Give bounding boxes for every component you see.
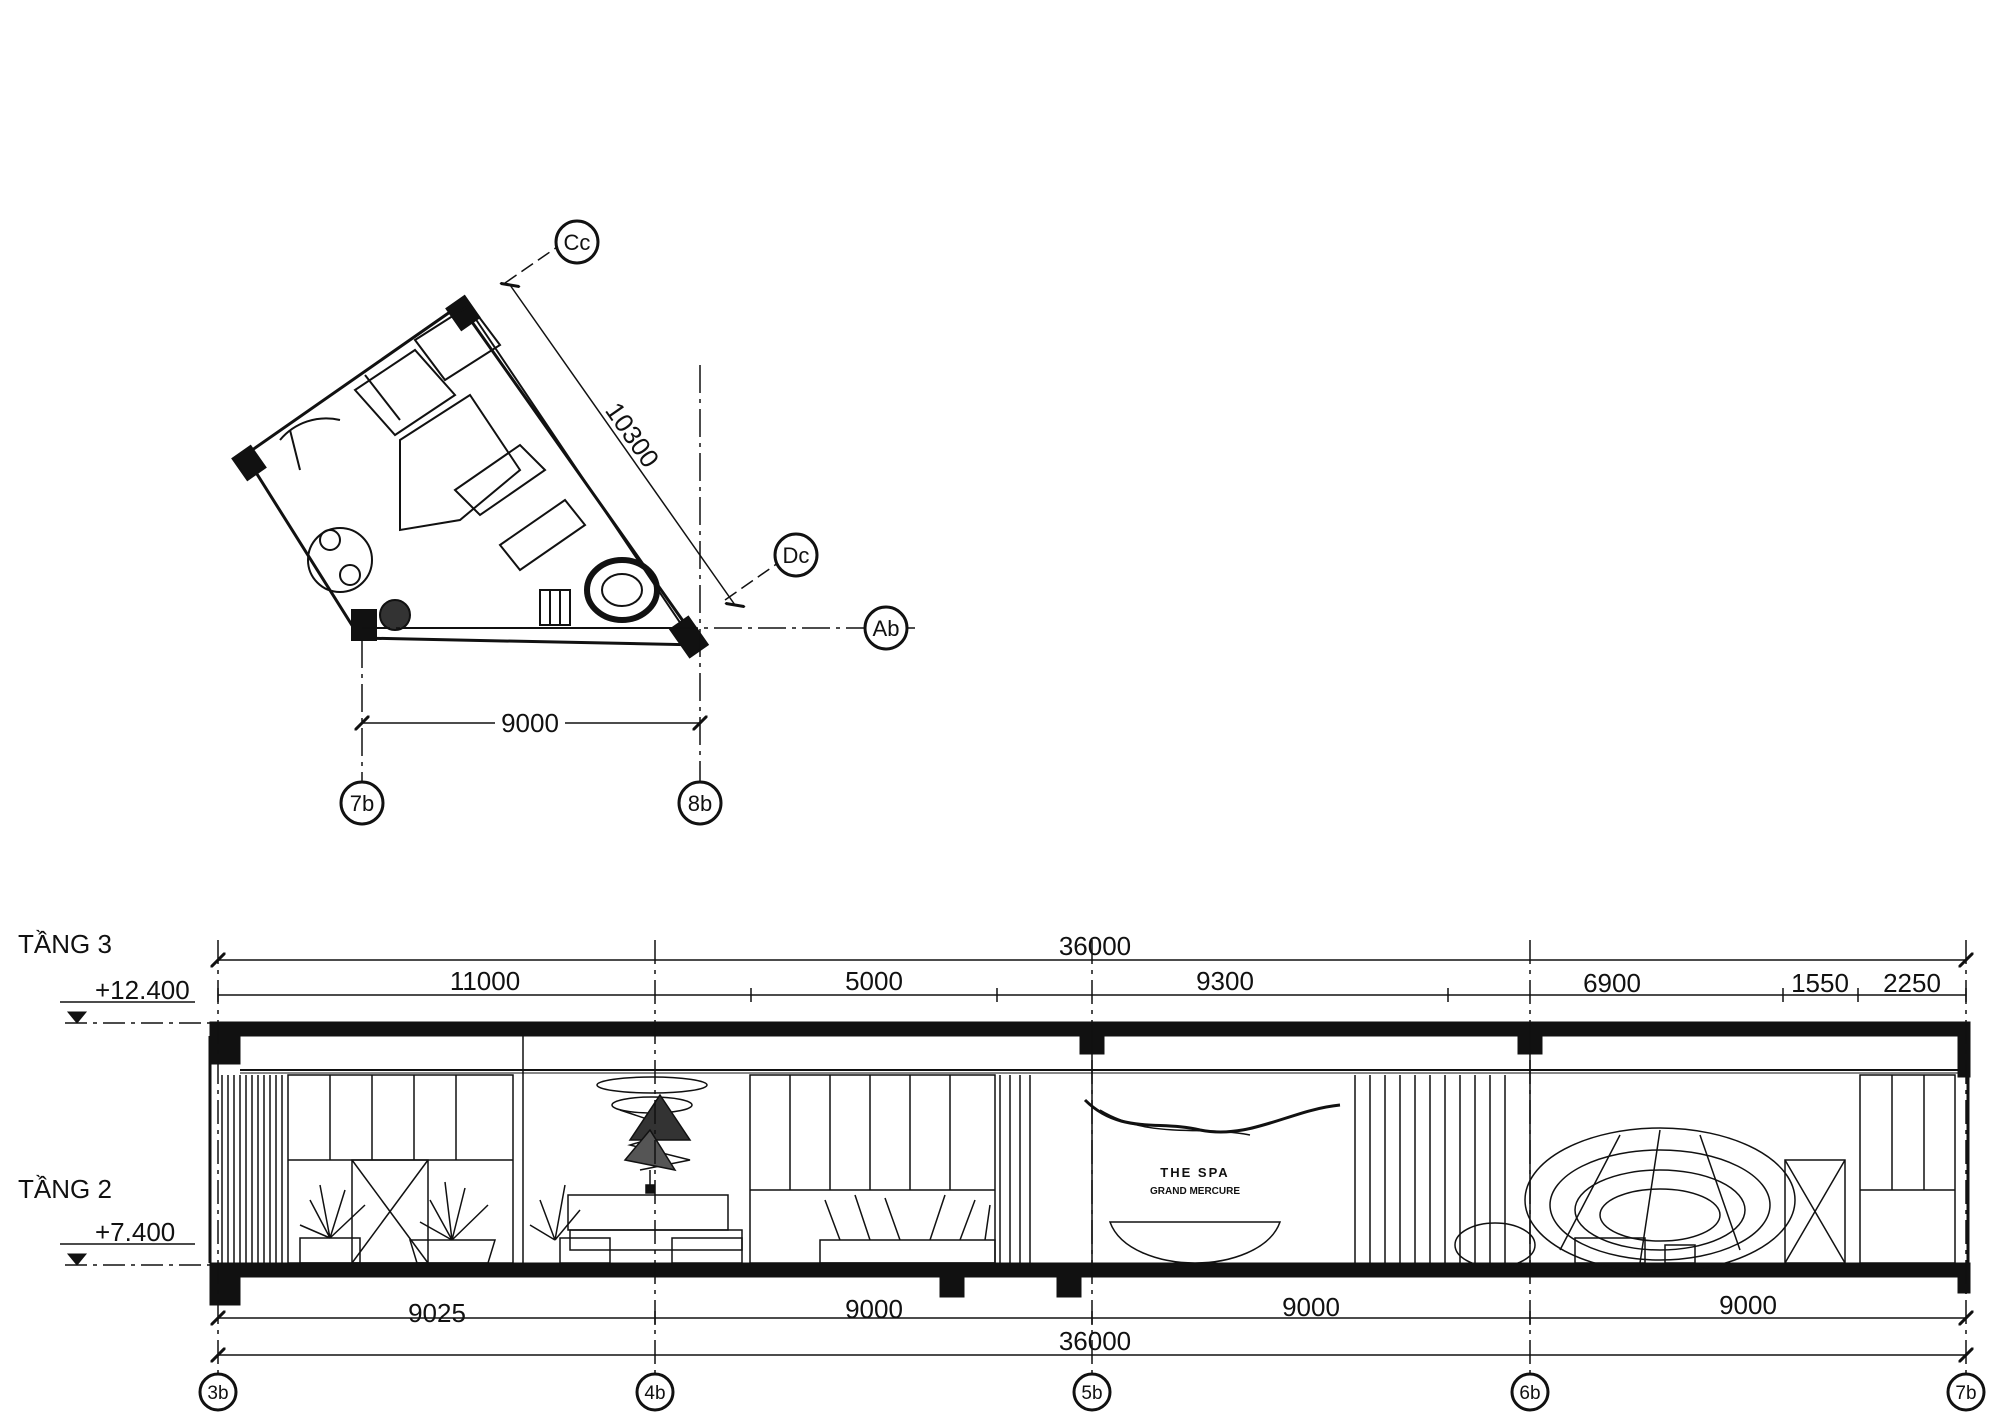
dim-bottom-total: 36000 [1059, 1326, 1131, 1356]
plan-column [668, 615, 710, 659]
grid-bubble-3b: 3b [198, 1372, 238, 1412]
dim-bottom-3: 9000 [1719, 1290, 1777, 1320]
grid-bubble-6b: 6b [1510, 1372, 1550, 1412]
svg-text:Dc: Dc [783, 543, 810, 568]
plan-grid-bubble-8b: 8b [677, 780, 723, 826]
slab-bottom [209, 1262, 1971, 1278]
plan-column [231, 444, 267, 482]
plan-grid-bubble-ab: Ab [863, 605, 909, 651]
svg-text:4b: 4b [644, 1383, 665, 1404]
grid-bubble-7b: 7b [1946, 1372, 1986, 1412]
dim-top-3: 6900 [1583, 968, 1641, 998]
dim-top-5: 2250 [1883, 968, 1941, 998]
floor-plan [231, 244, 915, 790]
svg-text:7b: 7b [350, 791, 374, 816]
dim-bottom-2: 9000 [1282, 1292, 1340, 1322]
svg-text:3b: 3b [207, 1383, 228, 1404]
spa-sign-line1: THE SPA [1160, 1165, 1229, 1180]
plan-column [351, 609, 377, 641]
massage-bed [453, 443, 547, 517]
svg-text:Cc: Cc [564, 230, 591, 255]
dim-bottom-0: 9025 [408, 1298, 466, 1328]
svg-text:Ab: Ab [873, 616, 900, 641]
dim-top-0: 11000 [450, 966, 520, 996]
plan-dim-top: 10300 [599, 397, 665, 473]
level-name-2: TẦNG 2 [18, 1174, 112, 1204]
dim-top-2: 9300 [1196, 966, 1254, 996]
dim-top-1: 5000 [845, 966, 903, 996]
bathtub [584, 557, 660, 623]
level-elev-3: +12.400 [95, 975, 190, 1005]
spa-sign-line2: GRAND MERCURE [1150, 1186, 1240, 1197]
plan-dim-bottom: 9000 [501, 708, 559, 738]
plan-grid-bubble-7b: 7b [339, 780, 385, 826]
svg-text:7b: 7b [1955, 1383, 1976, 1404]
section-drawing [60, 940, 1970, 1375]
plant-group [299, 1181, 581, 1241]
plan-grid-bubble-dc: Dc [773, 532, 819, 578]
reception-desk [1108, 1221, 1282, 1264]
svg-text:8b: 8b [688, 791, 712, 816]
massage-bed [498, 498, 587, 572]
grid-bubble-4b: 4b [635, 1372, 675, 1412]
dim-top-4: 1550 [1791, 968, 1849, 998]
svg-text:6b: 6b [1519, 1383, 1540, 1404]
plant [379, 599, 411, 631]
plan-grid-bubble-cc: Cc [554, 219, 600, 265]
dim-top-total: 36000 [1059, 931, 1131, 961]
plan-outline [242, 302, 703, 647]
level-elev-2: +7.400 [95, 1217, 175, 1247]
dim-bottom-1: 9000 [845, 1294, 903, 1324]
grid-bubble-5b: 5b [1072, 1372, 1112, 1412]
svg-text:5b: 5b [1081, 1383, 1102, 1404]
level-name-3: TẦNG 3 [18, 929, 112, 959]
